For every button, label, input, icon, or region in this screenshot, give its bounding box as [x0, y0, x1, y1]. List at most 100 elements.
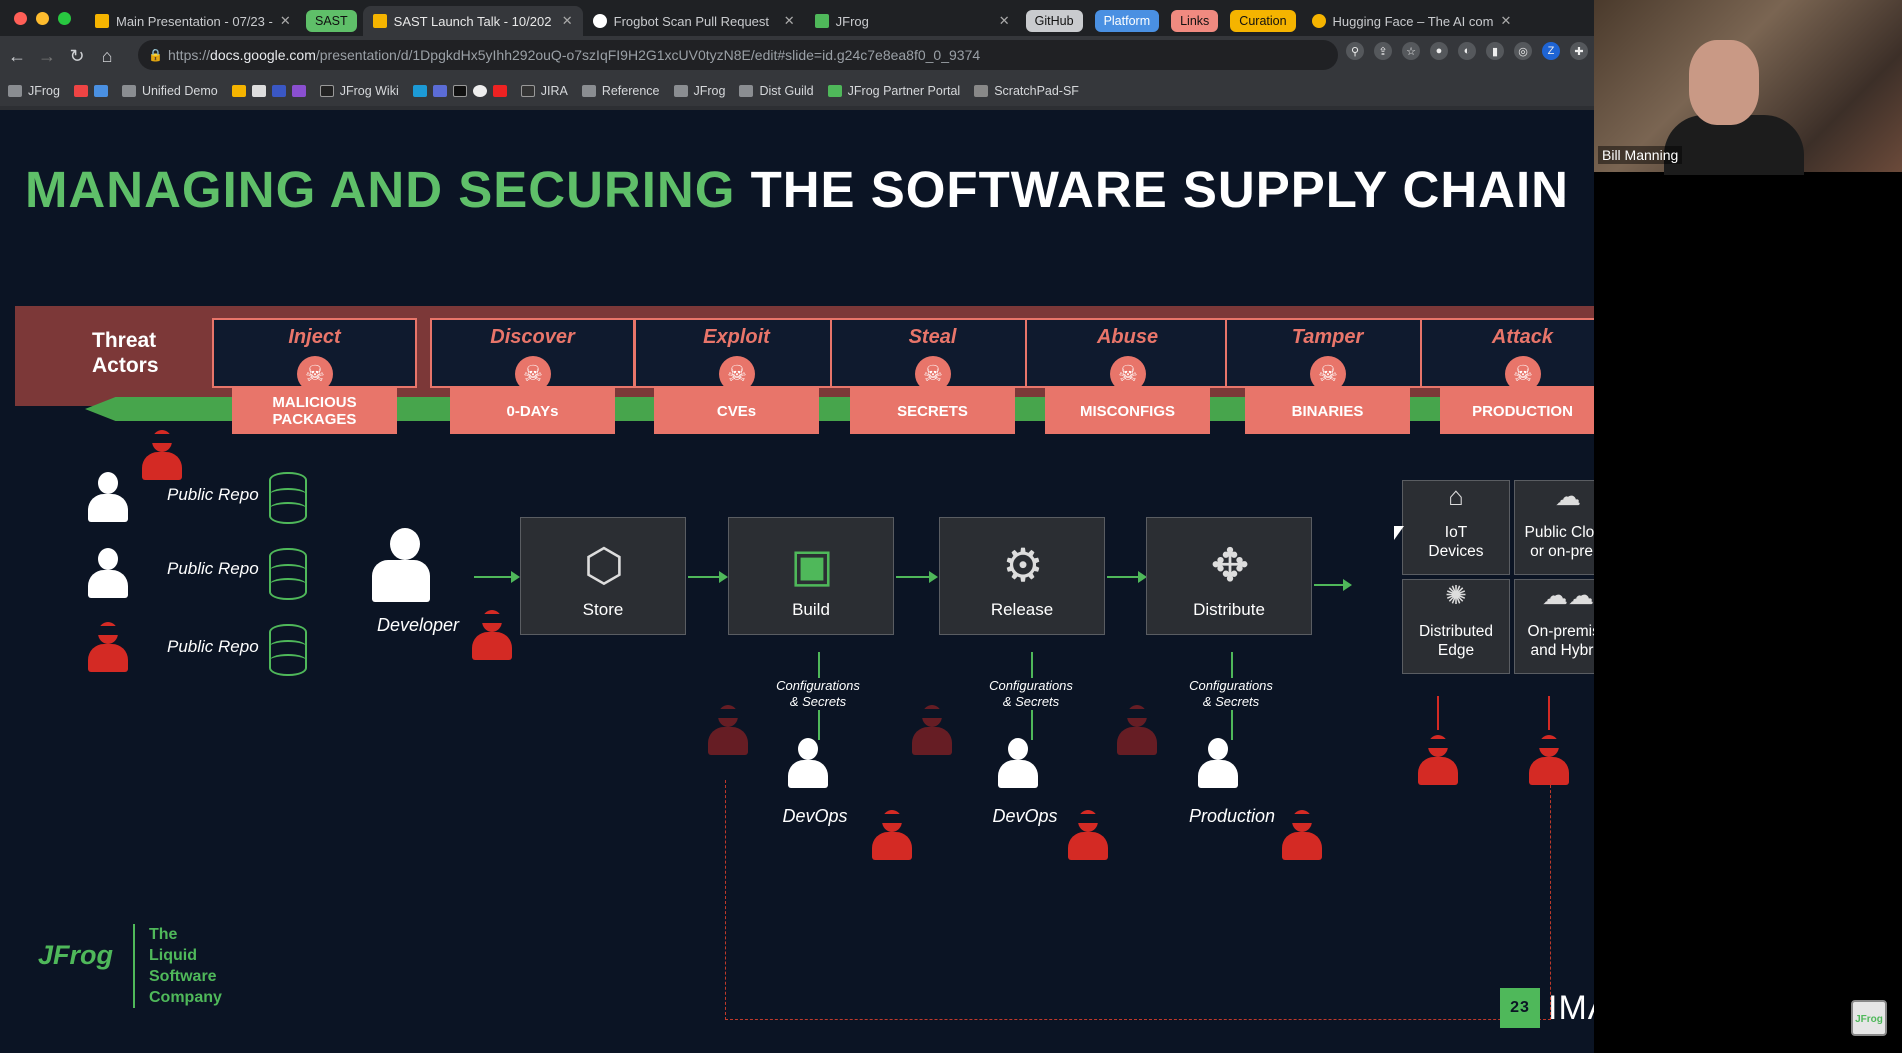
- bookmark-label: JFrog: [693, 84, 726, 98]
- bookmark-label: Unified Demo: [141, 84, 218, 98]
- bookmark-jfrog[interactable]: JFrog: [8, 84, 60, 98]
- jfrog-icon: [814, 14, 829, 28]
- bookmark-label: ScratchPad-SF: [994, 84, 1079, 98]
- operator-label: DevOps: [992, 806, 1058, 826]
- skull-icon: ☠: [719, 356, 755, 392]
- target-label: and Hybrid: [1530, 642, 1606, 659]
- bookmark-dist-guild[interactable]: Dist Guild: [739, 84, 814, 98]
- threat-verb: Inject: [288, 326, 341, 348]
- tab-sast-launch-talk[interactable]: SAST Launch Talk - 10/202 ✕: [362, 6, 583, 36]
- close-tab-icon[interactable]: ✕: [561, 13, 573, 28]
- router-icon: ⌂: [1448, 481, 1464, 511]
- tab-group-github[interactable]: GitHub: [1025, 10, 1083, 32]
- tab-label: Hugging Face – The AI com: [1332, 13, 1494, 29]
- back-icon[interactable]: ←: [8, 45, 26, 66]
- boxes-icon: ⬡: [583, 539, 625, 591]
- close-tab-icon[interactable]: ✕: [998, 13, 1010, 28]
- bookmark-label: JFrog: [28, 84, 60, 98]
- tab-group-platform[interactable]: Platform: [1094, 10, 1160, 32]
- bookmark-unified-demo[interactable]: Unified Demo: [121, 84, 218, 98]
- minimize-window-button[interactable]: [36, 11, 49, 25]
- home-icon[interactable]: ⌂: [101, 45, 113, 66]
- tab-jfrog[interactable]: JFrog ✕: [805, 6, 1020, 36]
- stage-build: ▣Build: [728, 517, 894, 635]
- skull-icon: ☠: [1310, 356, 1346, 392]
- threat-target-line: CVEs: [716, 402, 757, 420]
- bookmarks-bar: JFrog Unified Demo JFrog Wiki JIRA Refer…: [0, 76, 1594, 106]
- hacker-icon: [140, 430, 184, 482]
- slides-icon: [372, 14, 387, 28]
- bookmark-star-icon[interactable]: ☆: [1402, 42, 1420, 60]
- config-label: Configurations& Secrets: [768, 678, 868, 710]
- tab-group-links[interactable]: Links: [1171, 10, 1219, 32]
- window-controls: [0, 0, 85, 36]
- hacker-icon: [870, 810, 914, 862]
- threat-target-line: PRODUCTION: [1472, 402, 1573, 420]
- skull-icon: ☠: [297, 356, 333, 392]
- target-label: Devices: [1428, 543, 1484, 560]
- hacker-icon: [706, 705, 750, 757]
- stage-label: Build: [792, 600, 830, 619]
- threat-label-line: Threat: [92, 329, 157, 352]
- database-icon: [269, 472, 307, 524]
- extension-icon[interactable]: ◐: [1458, 42, 1476, 60]
- threat-target-line: SECRETS: [897, 402, 968, 420]
- video-participant-tile[interactable]: Bill Manning: [1594, 0, 1902, 175]
- threat-target-line: 0-DAYs: [506, 402, 559, 420]
- folder-icon: [8, 85, 22, 97]
- imagine-mark: 23: [1500, 988, 1540, 1028]
- production-icon: [1196, 738, 1256, 790]
- tab-group-sast[interactable]: SAST: [306, 10, 357, 32]
- bookmark-scratchpad[interactable]: ScratchPad-SF: [974, 84, 1079, 98]
- threat-label-line: Actors: [92, 354, 159, 377]
- extension-icon[interactable]: ◎: [1514, 42, 1532, 60]
- skull-icon: ☠: [515, 356, 551, 392]
- bookmark-reference[interactable]: Reference: [581, 84, 660, 98]
- share-icon[interactable]: ⇪: [1374, 42, 1392, 60]
- user-icon: [86, 548, 130, 600]
- puzzle-icon[interactable]: ✚: [1570, 42, 1588, 60]
- close-tab-icon[interactable]: ✕: [279, 13, 291, 28]
- address-bar[interactable]: 🔒 https://docs.google.com/presentation/d…: [138, 40, 1338, 70]
- forward-icon[interactable]: →: [38, 45, 56, 66]
- bookmark-partner-portal[interactable]: JFrog Partner Portal: [827, 84, 960, 98]
- threat-verb: Exploit: [703, 326, 770, 348]
- zoom-icon[interactable]: ⚲: [1346, 42, 1364, 60]
- folder-icon: [581, 85, 596, 97]
- zoom-app-icon[interactable]: Z: [1542, 42, 1560, 60]
- bookmark-jira[interactable]: JIRA: [520, 84, 568, 98]
- tab-group-curation[interactable]: Curation: [1230, 10, 1296, 32]
- jfrog-badge-icon: JFrog: [1851, 1000, 1887, 1036]
- bookmark-jfrog-2[interactable]: JFrog: [673, 84, 726, 98]
- close-window-button[interactable]: [14, 11, 27, 25]
- bookmark-label: JIRA: [540, 84, 568, 98]
- flow-arrow: [688, 571, 728, 583]
- extension-icon[interactable]: ●: [1430, 42, 1448, 60]
- tab-frogbot[interactable]: Frogbot Scan Pull Request ✕: [583, 6, 805, 36]
- close-tab-icon[interactable]: ✕: [783, 13, 795, 28]
- bookmark-jfrog-wiki[interactable]: JFrog Wiki: [319, 84, 399, 98]
- extension-icon[interactable]: ▮: [1486, 42, 1504, 60]
- public-repo-label: Public Repo: [167, 485, 259, 504]
- devops-icon: [996, 738, 1056, 790]
- gmail-icon: [73, 85, 88, 97]
- threat-card-tamper: Tamper BINARIES ☠: [1225, 318, 1430, 434]
- tab-hugging-face[interactable]: Hugging Face – The AI com ✕: [1302, 6, 1520, 36]
- stage-label: Release: [990, 600, 1054, 619]
- hacker-icon: [1527, 735, 1571, 787]
- bookmark-icons-2[interactable]: [231, 85, 306, 97]
- tab-main-presentation[interactable]: Main Presentation - 07/23 - ✕: [85, 6, 300, 36]
- close-tab-icon[interactable]: ✕: [1500, 13, 1512, 28]
- hugging-face-icon: [1311, 14, 1326, 28]
- reload-icon[interactable]: ↻: [69, 45, 85, 66]
- bookmark-icons-3[interactable]: [412, 85, 507, 97]
- clouds-icon: ☁☁: [1542, 580, 1594, 610]
- stage-release: ⚙Release: [939, 517, 1105, 635]
- maximize-window-button[interactable]: [58, 11, 71, 25]
- bookmark-icons[interactable]: [73, 85, 108, 97]
- participant-face: [1689, 40, 1759, 125]
